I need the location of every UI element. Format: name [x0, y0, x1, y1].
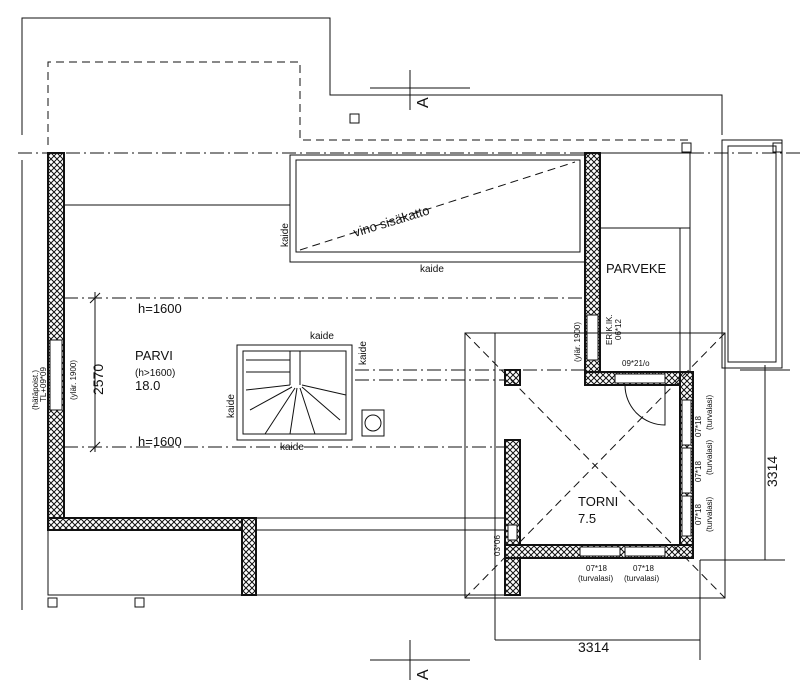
safety-glass-label: (turvalasi) [705, 497, 714, 532]
small-window-label: 03*06 [493, 535, 502, 556]
balcony-railing [599, 139, 783, 372]
special-window-size: 06*12 [614, 319, 623, 340]
railing-label: kaide [280, 442, 304, 453]
safety-glass-label: (turvalasi) [705, 395, 714, 430]
door-size-label: 09*21/o [622, 359, 650, 368]
height-line-label: h=1600 [138, 301, 182, 316]
emergency-exit-label: (hätäpoist.) [31, 370, 40, 410]
sill-height-label: (ylär. 1900) [69, 360, 78, 400]
safety-glass-label: (turvalasi) [578, 574, 613, 583]
railing-label: kaide [226, 394, 237, 418]
dimension-3314-right [700, 365, 790, 561]
special-window-label: ERIK.IK. [605, 314, 614, 345]
height-line-label: h=1600 [138, 434, 182, 449]
window-size-label: 07*18 [694, 504, 703, 525]
walls [47, 113, 694, 608]
dimension-2570-label: 2570 [90, 364, 106, 395]
window-size-label: 07*18 [694, 461, 703, 482]
railing-label: kaide [310, 331, 334, 342]
svg-text:A: A [415, 669, 432, 680]
railing-label: kaide [420, 264, 444, 275]
dimension-2570 [89, 292, 101, 453]
sloped-ceiling-label: vino sisäkatto [351, 202, 431, 239]
railing-label: kaide [358, 341, 369, 365]
balcony-label: PARVEKE [606, 261, 667, 276]
sill-height-label: (ylär. 1900) [573, 322, 582, 362]
dimension-3314-right-label: 3314 [764, 456, 780, 487]
svg-text:A: A [415, 97, 432, 108]
dimension-3314-bottom-label: 3314 [578, 639, 609, 655]
section-marker-bottom: A [370, 640, 470, 680]
safety-glass-label: (turvalasi) [705, 440, 714, 475]
loft-name: PARVI [135, 348, 173, 363]
tower-roof [464, 332, 726, 640]
tower-area: 7.5 [578, 511, 596, 526]
section-marker-top: A [370, 70, 470, 110]
window-size-label: 07*18 [586, 564, 607, 573]
sloped-ceiling-area [64, 154, 587, 263]
door-swing [624, 384, 666, 426]
window-size-label: 07*18 [633, 564, 654, 573]
loft-height: (h>1600) [135, 368, 175, 379]
dimension-3314-bottom [495, 560, 701, 660]
safety-glass-label: (turvalasi) [624, 574, 659, 583]
staircase [236, 344, 385, 441]
loft-area: 18.0 [135, 378, 160, 393]
tower-name: TORNI [578, 494, 618, 509]
emergency-window-label: TL+09*09 [39, 367, 48, 402]
window-size-label: 07*18 [694, 416, 703, 437]
railing-label: kaide [280, 223, 291, 247]
